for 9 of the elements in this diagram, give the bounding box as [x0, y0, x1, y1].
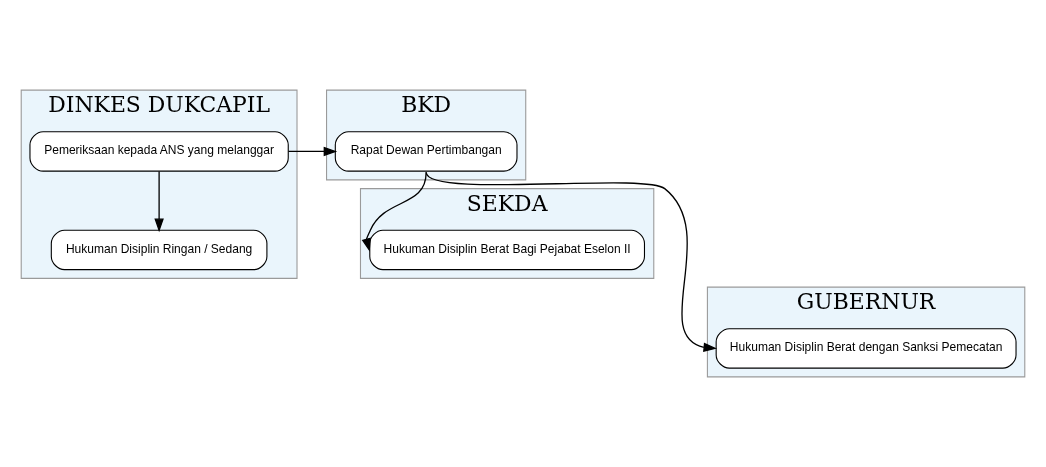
arrow — [361, 171, 427, 252]
node-box: Hukuman Disiplin Berat dengan Sanksi Pemecatan — [715, 328, 1017, 369]
arrow — [154, 170, 164, 233]
arrow — [287, 146, 338, 157]
node-box: Hukuman Disiplin Berat Bagi Pejabat Eselon II — [369, 229, 646, 271]
node-box: Pemeriksaan kepada ANS yang melanggar — [29, 131, 289, 172]
node-box: Rapat Dewan Pertimbangan — [334, 131, 518, 172]
node-box: Hukuman Disiplin Ringan / Sedang — [50, 229, 268, 271]
arrow — [425, 171, 718, 353]
